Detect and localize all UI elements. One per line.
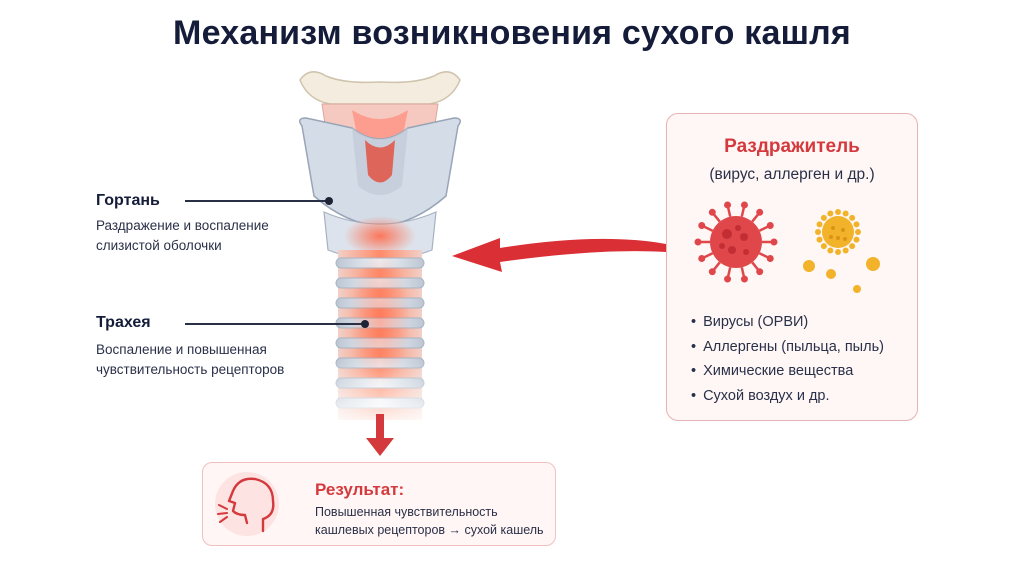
larynx-leader-line [185,200,329,202]
result-box: Результат: Повышенная чувствительность к… [202,462,556,546]
list-item: Вирусы (ОРВИ) [691,310,884,335]
trigger-list: Вирусы (ОРВИ) Аллергены (пыльца, пыль) Х… [691,310,884,408]
list-item: Химические вещества [691,359,884,384]
virus-icon [694,201,778,283]
list-item: Аллергены (пыльца, пыль) [691,335,884,360]
page-title: Механизм возникновения сухого кашля [173,14,851,52]
result-icon-background [215,472,279,536]
down-arrow [366,414,394,456]
trigger-arrow [452,238,666,272]
larynx-description: Раздражение и воспаление слизистой оболо… [96,218,269,253]
trachea-description: Воспаление и повышенная чувствительность… [96,342,285,377]
larynx-label: Гортань [96,192,160,209]
coughing-head-icon [217,477,275,533]
trigger-subtitle: (вирус, аллерген и др.) [709,166,875,183]
pollen-icon [803,209,880,293]
list-item: Сухой воздух и др. [691,384,884,409]
trigger-box: Раздражитель (вирус, аллерген и др.) Вир… [666,113,918,421]
larynx-pointer-dot [325,197,333,205]
trachea-pointer-dot [361,320,369,328]
trachea-leader-line [185,323,365,325]
result-title: Результат: [315,480,405,499]
trigger-title: Раздражитель [724,136,860,157]
hyoid-bone [299,71,461,105]
result-description: Повышенная чувствительность кашлевых рец… [315,505,544,537]
cricoid-cartilage [323,211,437,261]
pathogens-illustration [694,201,880,293]
trachea-label: Трахея [96,314,151,331]
inflammation-glow [350,250,410,390]
thyroid-cartilage [299,117,461,227]
